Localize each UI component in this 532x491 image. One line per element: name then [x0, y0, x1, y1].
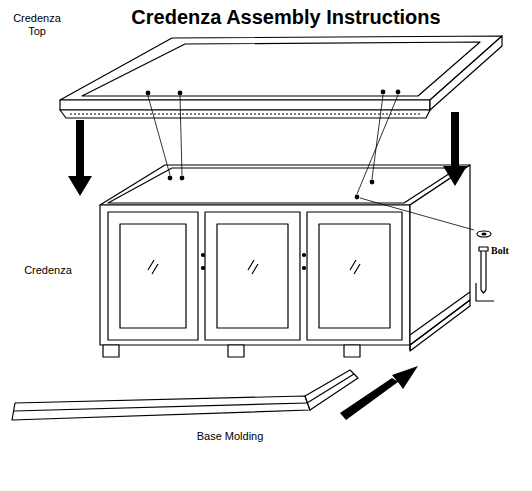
part-name: Base Molding — [170, 430, 290, 443]
part-name: Credenza — [8, 264, 88, 277]
bolt-symbol — [476, 231, 494, 301]
part-name: Credenza Top — [6, 12, 68, 38]
credenza-body-drawing — [100, 165, 470, 357]
credenza-top-drawing — [60, 36, 502, 118]
base-molding-drawing — [12, 370, 358, 420]
part-name: Bolt — [491, 245, 527, 256]
title: Credenza Assembly Instructions — [131, 6, 440, 29]
bolt-guide-lines — [148, 95, 474, 230]
direction-arrows — [68, 112, 467, 420]
